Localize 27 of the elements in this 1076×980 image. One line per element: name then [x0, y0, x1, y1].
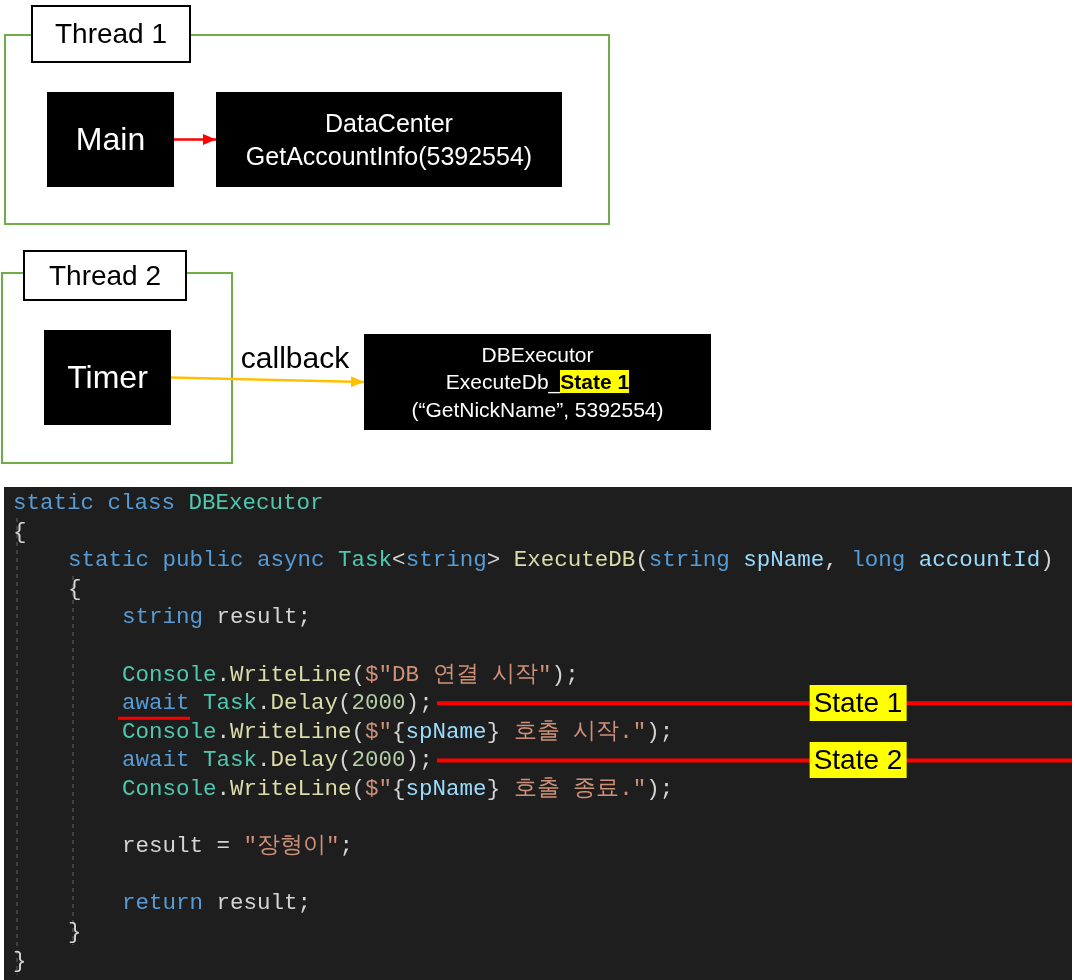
code-line: Console.WriteLine($"DB 연결 시작"); [122, 662, 579, 687]
frame-title: Thread 1 [31, 5, 191, 63]
code-line: static public async Task<string> ExecuteDB(string spName, long accountId) [68, 548, 1054, 573]
process-box: Timer [44, 330, 171, 425]
process-box: Main [47, 92, 174, 187]
code-line: { [68, 576, 82, 601]
code-line: await Task.Delay(2000); [122, 691, 433, 716]
code-line: Console.WriteLine($"{spName} 호출 시작."); [122, 719, 674, 744]
code-line: } [13, 948, 27, 973]
code-line: { [13, 519, 27, 544]
class-name: DBExecutor [481, 342, 594, 369]
state-tag: State 2 [809, 742, 907, 779]
code-line: await Task.Delay(2000); [122, 748, 433, 773]
class-name: DataCenter [325, 108, 453, 139]
code-line: Console.WriteLine($"{spName} 호출 종료."); [122, 777, 674, 801]
method-call: GetAccountInfo(5392554) [245, 140, 533, 172]
code-line: string result; [122, 605, 312, 630]
code-line: result = "장형이"; [122, 834, 354, 859]
arrow [174, 134, 216, 145]
frame-title: Thread 2 [23, 250, 187, 301]
code-line: } [68, 920, 82, 944]
code-line: static class DBExecutor [13, 491, 324, 515]
process-box [364, 334, 711, 430]
arrow [170, 376, 365, 388]
code-line: return result; [122, 891, 312, 916]
state-tag: State 1 [809, 685, 907, 722]
process-box [216, 92, 562, 187]
